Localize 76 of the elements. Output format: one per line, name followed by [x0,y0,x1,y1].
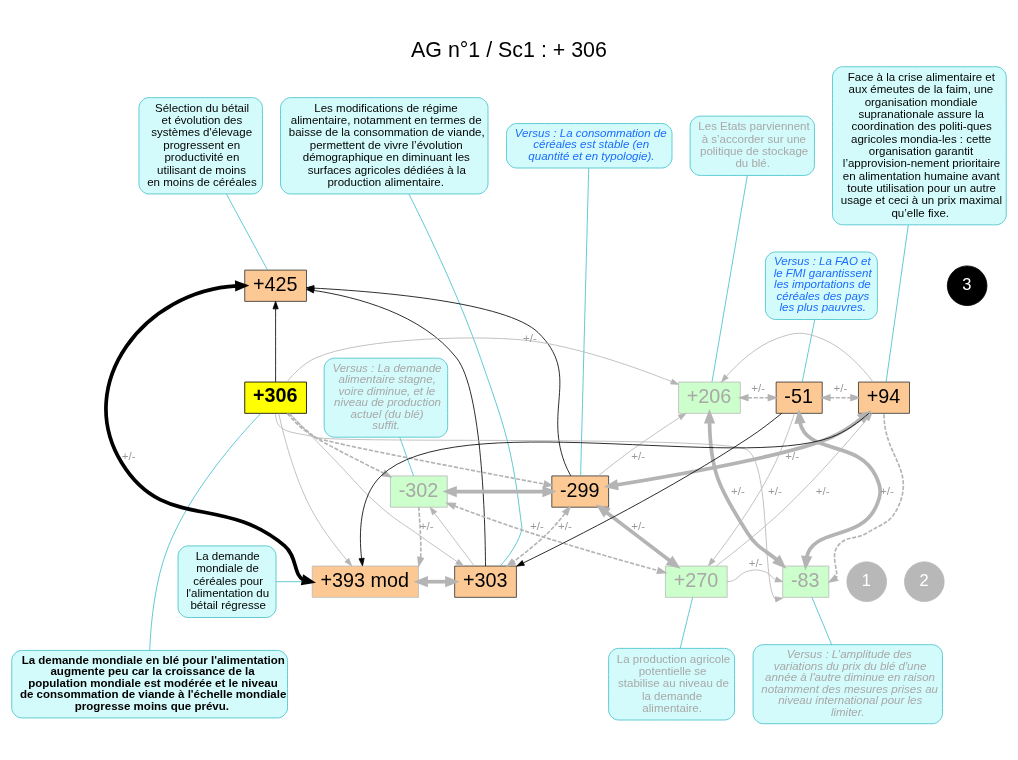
node-box: +425 [244,269,307,302]
node-circle: 2 [904,561,945,602]
arrow [819,393,861,402]
arrow [827,413,905,583]
arrow [417,506,425,568]
arrow [595,504,681,569]
node-box: Versus : L’amplitude des variations du prix du blé d'une année à l'autre diminue en raison notamment des mesures prises au niveau international pour les limiter. [752,644,943,725]
arrow [597,413,687,477]
node-box: La demande mondiale en blé pour l'alimentation augmente peu car la croissance de la population mondiale est modérée et le niveau de consommation de viande à l'échelle mondiale progresse moins que prévu. [11,650,288,719]
edge-label: +/- [815,484,830,497]
arrow [703,409,787,569]
node-box: +306 [244,381,307,414]
connector [408,193,523,567]
arrow [516,413,783,567]
connector [399,436,414,477]
connector [811,597,833,646]
node-box: La demande mondiale de céréales pour l'alimentation du bétail régresse [177,545,277,618]
connector [226,193,268,271]
arrow [442,485,557,498]
edge-label: +/- [748,557,763,570]
node-box: -302 [390,475,448,508]
node-box: Les Etats parviennent à s’accorder sur une politique de stockage du blé. [689,115,815,176]
diagram-title: AG n°1 / Sc1 : + 306 [411,37,607,62]
node-box: Versus : La consommation de céréales est stable (en quantité et en typologie). [506,123,673,169]
edge-label: +/- [419,519,434,532]
connector [711,175,748,383]
arrow [286,337,679,385]
node-circle: 1 [846,561,887,602]
arrow [286,412,555,488]
arrow [715,413,873,567]
node-circle: 3 [946,265,988,306]
edge-label: +/- [530,519,544,532]
node-box: Les modifications de régime alimentaire, notamment en termes de baisse de la consommation de viande, permettent de vivre l’évolution démographique en diminuant les surfaces agricoles dédiées à la production alimentaire. [280,97,489,195]
connector [149,413,261,651]
arrow [445,502,668,574]
arrow [505,505,572,568]
node-box: -299 [551,475,609,508]
edge-label: +/- [558,519,572,532]
node-box: Versus : La FAO et le FMI garantissent les importations de céréales des pays les plus pauvres. [765,251,878,320]
arrow [794,409,882,571]
arrow [358,412,870,567]
arrow [413,576,460,588]
arrow [708,412,795,567]
edge-label: +/- [631,449,646,462]
arrow [275,413,784,603]
arrow [603,410,872,491]
node-box: -83 [782,565,830,598]
edge-label: +/- [785,449,800,462]
arrow [429,506,475,567]
connector [679,597,694,649]
edge-label: +/- [833,382,848,395]
arrow [721,332,874,383]
connector [580,167,590,477]
edge-label: +/- [523,331,537,344]
edge-label: +/- [751,382,766,395]
node-box: Face à la crise alimentaire et aux émeutes de la faim, une organisation mondiale supranationale assure la coordination des politi-ques agricoles mondia-les : cette organisation garantit l’approvision-nement prioritaire en alimentation humaine avant toute utilisation pour un autre usage et ceci à un prix maximal qu’elle fixe. [832,66,1007,226]
node-box: +94 [858,381,910,414]
node-box: -51 [775,381,823,414]
edge-label: +/- [730,484,745,497]
connector [885,224,909,383]
node-box: +303 [454,565,517,598]
connector [801,319,816,383]
node-box: Sélection du bétail et évolution des systèmes d'élevage progressent en productivité en utilisant de moins en moins de céréales [138,97,263,195]
node-box: +393 mod [311,565,419,598]
node-box: Versus : La demande alimentaire stagne, voire diminue, et le niveau de production actuel (du blé) suffit. [323,357,449,438]
arrow [726,569,784,583]
arrow [737,393,779,402]
arrow [289,412,464,567]
edge-label: +/- [121,449,136,462]
node-box: +206 [678,381,741,414]
node-box: La production agricole potentielle se stabilise au niveau de la demande alimentaire. [608,647,735,721]
arrow [278,413,353,567]
edge-label: +/- [631,519,646,532]
arrow [272,301,279,383]
edge-label: +/- [768,484,782,497]
node-box: +270 [665,565,728,598]
